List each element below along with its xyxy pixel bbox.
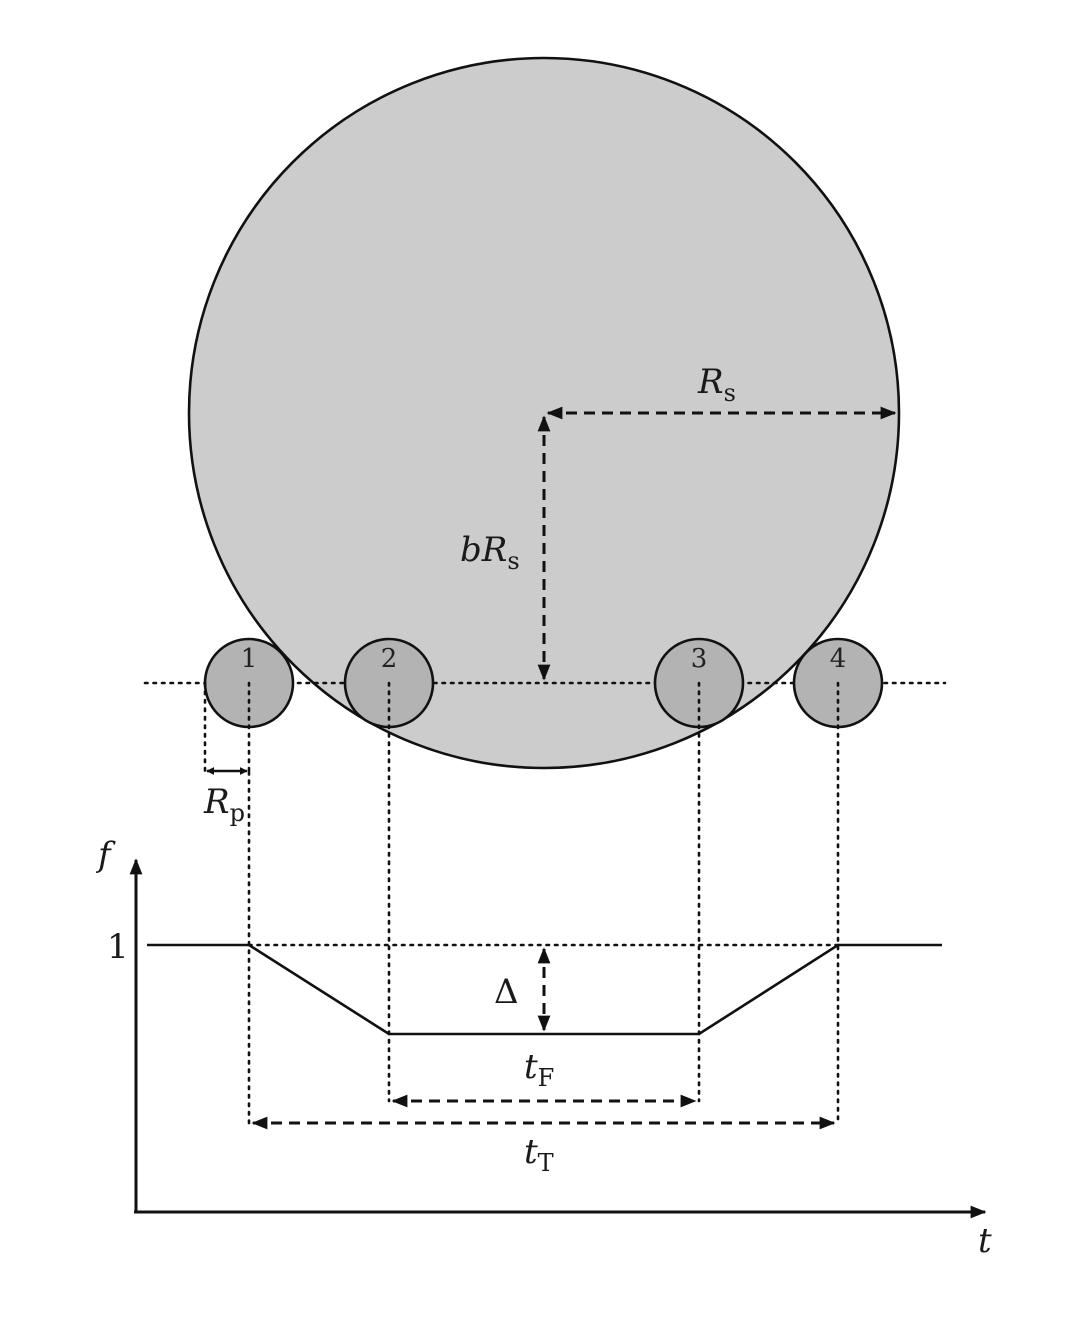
y-tick-label: 1 <box>107 927 129 967</box>
contact-number-3: 3 <box>691 644 708 674</box>
flat-duration-label: tF <box>524 1047 554 1092</box>
contact-number-4: 4 <box>830 644 847 674</box>
total-duration-label: tT <box>524 1132 554 1177</box>
x-axis-label: t <box>978 1221 992 1261</box>
y-axis-label: f <box>95 835 116 875</box>
planet-radius-label: Rp <box>203 782 245 827</box>
contact-number-2: 2 <box>381 644 398 674</box>
impact-parameter-label: bRs <box>460 530 520 575</box>
star-radius-label: Rs <box>697 362 736 407</box>
light-curve <box>147 943 942 1036</box>
star-disk <box>187 56 901 770</box>
depth-label: Δ <box>494 972 519 1012</box>
contact-number-1: 1 <box>241 644 258 674</box>
